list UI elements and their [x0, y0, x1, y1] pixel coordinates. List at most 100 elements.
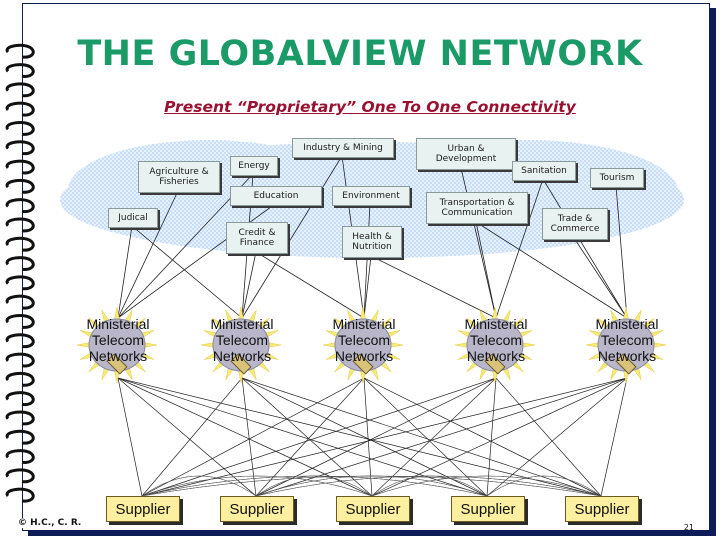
binder-ring: [5, 101, 35, 117]
connection-line: [495, 178, 544, 319]
connection-line: [363, 203, 371, 319]
connection-line: [241, 155, 343, 319]
sector-health: Health & Nutrition: [342, 226, 402, 258]
sector-trade: Trade & Commerce: [542, 208, 608, 240]
binder-ring: [5, 391, 35, 407]
supplier-box: Supplier: [451, 496, 525, 522]
binder-ring: [5, 43, 35, 59]
binder-ring: [5, 178, 35, 194]
sector-label: Trade & Commerce: [550, 214, 600, 234]
sector-label: Sanitation: [521, 166, 567, 176]
starburst-icon: [200, 306, 282, 384]
supplier-label: Supplier: [460, 500, 516, 518]
connection-curve: [486, 475, 602, 497]
supplier-box: Supplier: [565, 496, 639, 522]
connection-line: [370, 255, 497, 319]
sector-label: Energy: [238, 161, 270, 171]
connection-line: [117, 377, 257, 497]
slide-page: [22, 3, 710, 531]
sector-label: Health & Nutrition: [352, 232, 392, 252]
binder-ring: [5, 198, 35, 214]
binder-ring: [5, 410, 35, 426]
sector-label: Environment: [342, 191, 400, 201]
supplier-box: Supplier: [106, 496, 180, 522]
connection-line: [486, 377, 497, 497]
starburst-icon: [585, 306, 667, 384]
connection-line: [141, 377, 628, 497]
binder-ring: [5, 236, 35, 252]
slide-subtitle: Present “Proprietary” One To One Connect…: [164, 98, 576, 116]
connection-line: [475, 221, 497, 319]
connection-line: [117, 377, 602, 497]
binder-ring: [5, 352, 35, 368]
connection-line: [255, 377, 628, 497]
binder-ring: [5, 333, 35, 349]
connection-line: [117, 225, 133, 319]
binder-ring: [5, 159, 35, 175]
supplier-label: Supplier: [574, 500, 630, 518]
connection-line: [486, 377, 628, 497]
sector-label: Industry & Mining: [303, 143, 383, 153]
connection-line: [241, 377, 602, 497]
sector-energy: Energy: [230, 156, 278, 176]
sector-label: Urban & Development: [435, 144, 497, 164]
connection-line: [363, 255, 372, 319]
binder-ring: [5, 371, 35, 387]
binder-ring: [5, 313, 35, 329]
sector-environment: Environment: [332, 186, 410, 206]
binder-ring: [5, 487, 35, 503]
connection-line: [363, 377, 373, 497]
network-node: Ministerial Telecom Networks: [66, 306, 170, 384]
connection-line: [615, 185, 628, 319]
starburst-icon: [322, 306, 404, 384]
starburst-icon: [76, 306, 158, 384]
connection-line: [141, 377, 497, 497]
slide-title: THE GLOBALVIEW NETWORK: [77, 34, 643, 74]
network-label: Ministerial Telecom Networks: [210, 316, 274, 364]
binder-ring: [5, 449, 35, 464]
network-node: Ministerial Telecom Networks: [190, 306, 294, 384]
sector-label: Transportation & Communication: [439, 198, 515, 218]
connection-line: [600, 377, 628, 497]
supplier-label: Supplier: [229, 500, 285, 518]
connection-curve: [371, 475, 602, 497]
sector-label: Credit & Finance: [238, 228, 276, 248]
sector-transport: Transportation & Communication: [426, 192, 528, 224]
connection-line: [495, 377, 602, 497]
connection-line: [241, 251, 257, 319]
sector-label: Judical: [118, 213, 148, 223]
connection-curve: [255, 475, 602, 497]
network-label: Ministerial Telecom Networks: [332, 316, 396, 364]
connection-line: [363, 377, 602, 497]
supplier-box: Supplier: [336, 496, 410, 522]
sector-label: Agriculture & Fisheries: [149, 167, 209, 187]
sector-education: Education: [230, 186, 322, 206]
sector-urban: Urban & Development: [416, 138, 516, 170]
connection-line: [117, 377, 143, 497]
binder-ring: [5, 256, 35, 271]
network-label: Ministerial Telecom Networks: [86, 316, 150, 364]
binder-rings: [5, 43, 35, 503]
binder-ring: [5, 275, 35, 291]
network-label: Ministerial Telecom Networks: [464, 316, 528, 364]
sector-label: Tourism: [599, 173, 635, 183]
sector-industry: Industry & Mining: [292, 138, 394, 158]
starburst-icon: [454, 306, 536, 384]
connection-line: [241, 377, 257, 497]
network-node: Ministerial Telecom Networks: [312, 306, 416, 384]
connection-line: [141, 377, 243, 497]
connection-curve: [141, 475, 373, 497]
page-number: 21: [683, 523, 694, 532]
supplier-label: Supplier: [345, 500, 401, 518]
binder-ring: [5, 294, 35, 310]
connection-line: [241, 377, 373, 497]
connection-line: [255, 251, 365, 319]
connection-line: [255, 377, 365, 497]
sector-credit: Credit & Finance: [226, 222, 288, 254]
network-label: Ministerial Telecom Networks: [595, 316, 659, 364]
binder-ring: [5, 63, 35, 78]
binder-ring: [5, 120, 35, 136]
binder-ring: [5, 82, 35, 98]
connection-line: [475, 221, 628, 319]
